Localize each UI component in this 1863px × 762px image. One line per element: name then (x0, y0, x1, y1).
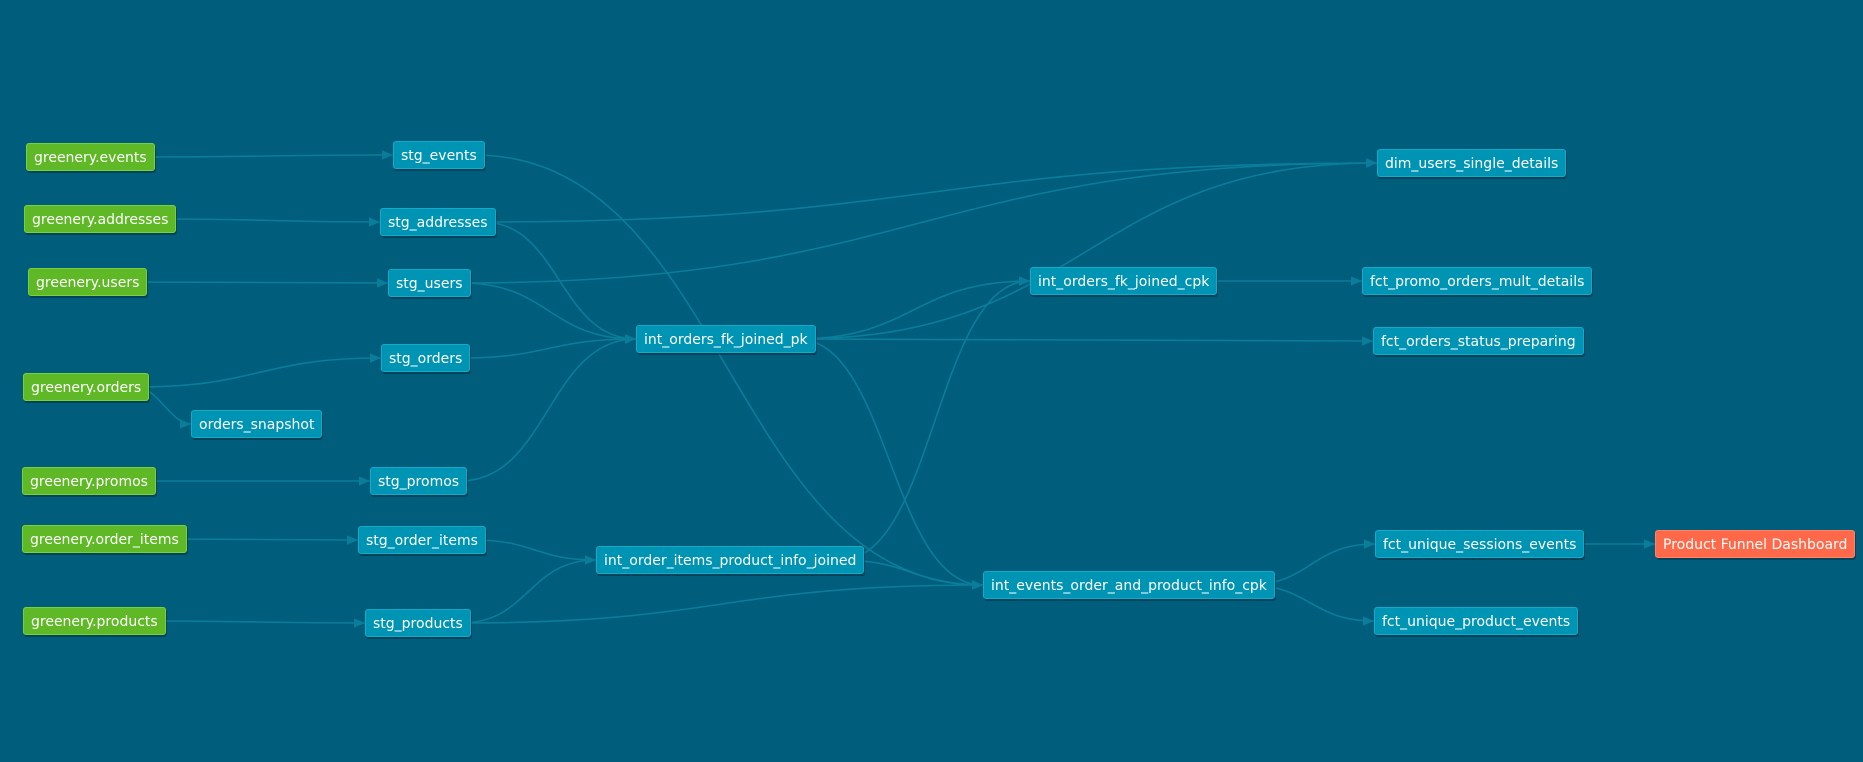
edge-stg-promos-to-int-orders-fk-joined-pk (459, 334, 637, 482)
node-int-orders-fk-joined-cpk[interactable]: int_orders_fk_joined_cpk (1030, 267, 1218, 295)
node-src-events[interactable]: greenery.events (26, 143, 155, 171)
node-stg-events[interactable]: stg_events (393, 141, 485, 169)
edge-src-events-to-stg-events (141, 150, 394, 160)
edge-stg-order-items-to-int-order-items-product-info-joined (473, 539, 597, 565)
node-orders-snapshot[interactable]: orders_snapshot (191, 410, 323, 438)
node-fct-unique-product-events[interactable]: fct_unique_product_events (1374, 607, 1579, 635)
edge-int-order-items-product-info-joined-to-int-orders-fk-joined-cpk (839, 276, 1031, 561)
node-dim-users-single-details[interactable]: dim_users_single_details (1377, 149, 1567, 177)
edge-src-addresses-to-stg-addresses (160, 217, 381, 227)
edge-stg-products-to-int-order-items-product-info-joined (460, 555, 597, 624)
edge-stg-addresses-to-dim-users-single-details (482, 158, 1378, 223)
edge-int-orders-fk-joined-pk-to-dim-users-single-details (796, 158, 1378, 340)
edge-int-orders-fk-joined-pk-to-int-events-order-and-product-info-cpk (796, 338, 984, 590)
node-src-products[interactable]: greenery.products (23, 607, 166, 635)
node-product-funnel-dashboard[interactable]: Product Funnel Dashboard (1655, 530, 1856, 558)
node-src-users[interactable]: greenery.users (28, 268, 148, 296)
edge-stg-orders-to-int-orders-fk-joined-pk (460, 334, 637, 359)
node-stg-products[interactable]: stg_products (365, 609, 471, 637)
node-int-order-items-product-info-joined[interactable]: int_order_items_product_info_joined (596, 546, 865, 574)
node-stg-promos[interactable]: stg_promos (370, 467, 468, 495)
node-stg-users[interactable]: stg_users (388, 269, 471, 297)
node-fct-unique-sessions-events[interactable]: fct_unique_sessions_events (1375, 530, 1585, 558)
edge-src-orders-to-stg-orders (136, 353, 382, 388)
node-int-orders-fk-joined-pk[interactable]: int_orders_fk_joined_pk (636, 325, 816, 353)
node-fct-promo-orders-mult-details[interactable]: fct_promo_orders_mult_details (1362, 267, 1593, 295)
edge-src-order-items-to-stg-order-items (169, 535, 359, 545)
node-src-addresses[interactable]: greenery.addresses (24, 205, 177, 233)
edge-stg-users-to-int-orders-fk-joined-pk (461, 282, 637, 344)
edge-src-products-to-stg-products (152, 618, 366, 628)
node-src-orders[interactable]: greenery.orders (23, 373, 150, 401)
node-stg-order-items[interactable]: stg_order_items (358, 526, 486, 554)
edge-stg-events-to-int-events-order-and-product-info-cpk (473, 154, 984, 590)
edge-stg-products-to-int-events-order-and-product-info-cpk (460, 580, 984, 624)
edge-src-users-to-stg-users (134, 278, 389, 288)
node-fct-orders-status-preparing[interactable]: fct_orders_status_preparing (1373, 327, 1584, 355)
edge-int-orders-fk-joined-pk-to-int-orders-fk-joined-cpk (796, 276, 1031, 340)
node-src-order-items[interactable]: greenery.order_items (22, 525, 187, 553)
edge-int-orders-fk-joined-pk-to-fct-orders-status-preparing (796, 336, 1374, 346)
node-stg-orders[interactable]: stg_orders (381, 344, 471, 372)
node-src-promos[interactable]: greenery.promos (22, 467, 156, 495)
node-int-events-order-and-product-info-cpk[interactable]: int_events_order_and_product_info_cpk (983, 571, 1275, 599)
node-stg-addresses[interactable]: stg_addresses (380, 208, 496, 236)
edge-stg-users-to-dim-users-single-details (461, 158, 1378, 284)
